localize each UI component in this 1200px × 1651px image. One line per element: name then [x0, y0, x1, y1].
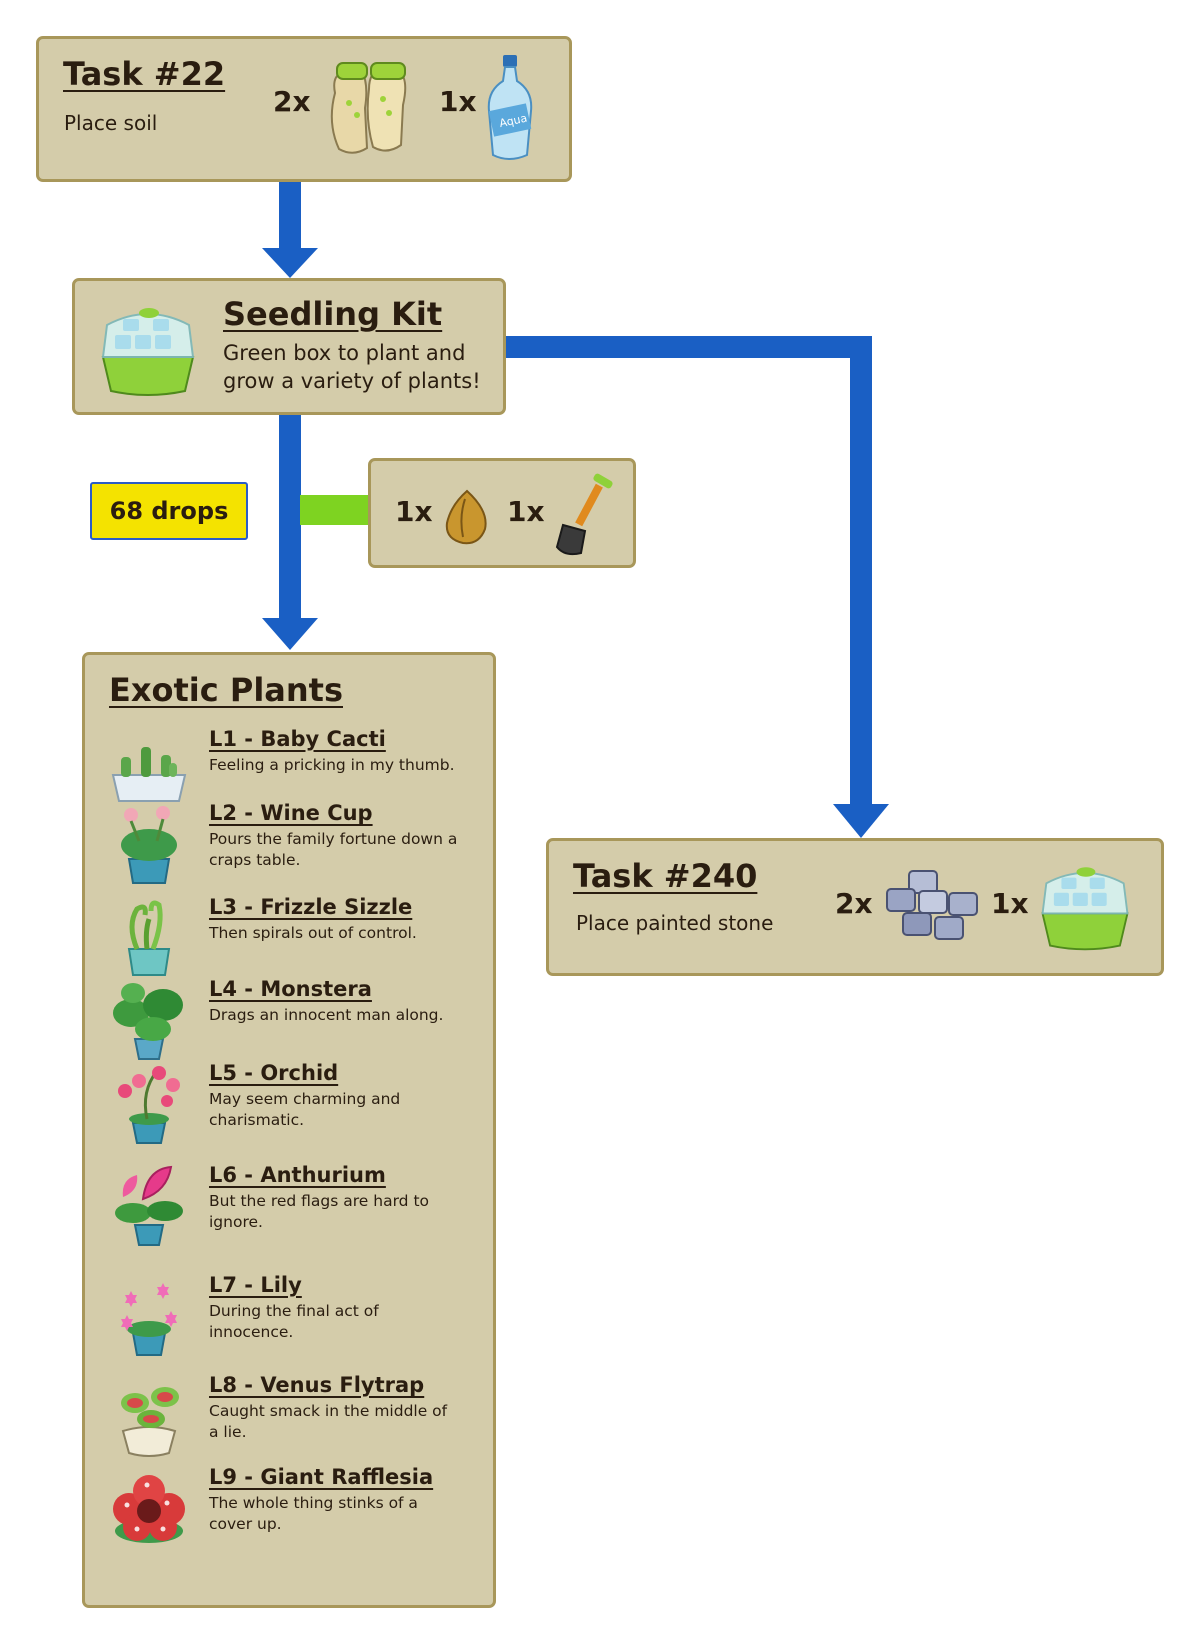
baby-cacti-icon	[111, 747, 187, 802]
plant-level-5-desc: May seem charming and charismatic.	[209, 1090, 401, 1129]
drops-badge: 68 drops	[90, 482, 248, 540]
plant-level-1-desc: Feeling a pricking in my thumb.	[209, 756, 455, 774]
seedling-kit-small-icon	[1041, 867, 1129, 951]
plant-level-8-desc: Caught smack in the middle of a lie.	[209, 1402, 448, 1441]
plant-level-2: L2 - Wine Cup Pours the family fortune d…	[107, 801, 477, 885]
plant-level-6-desc: But the red flags are hard to ignore.	[209, 1192, 430, 1231]
seed-icon	[445, 489, 487, 545]
anthurium-icon	[115, 1165, 183, 1246]
gloves-icon	[330, 62, 407, 154]
seedling-kit-desc-line2: grow a variety of plants!	[223, 369, 481, 393]
arrow-shaft-kit-to-plants	[279, 415, 301, 620]
plant-level-9: L9 - Giant Rafflesia The whole thing sti…	[107, 1465, 477, 1549]
arrow-head-task22-to-kit	[262, 248, 318, 278]
task22-qty-gloves: 2x	[273, 85, 311, 118]
plant-level-9-name: L9 - Giant Rafflesia	[209, 1465, 434, 1489]
task22-qty-water: 1x	[439, 85, 477, 118]
task240-qty-stone: 2x	[835, 887, 873, 920]
task240-subtitle: Place painted stone	[576, 911, 774, 935]
seedling-kit-icon	[101, 308, 195, 396]
lily-icon	[121, 1283, 177, 1356]
requirement-qty-seed: 1x	[395, 495, 433, 528]
arrow-shaft-kit-right	[502, 336, 870, 358]
plant-level-7: L7 - Lily During the final act of innoce…	[107, 1273, 477, 1357]
plant-level-4-desc: Drags an innocent man along.	[209, 1006, 444, 1024]
arrow-shaft-kit-down	[850, 336, 872, 806]
shovel-icon	[555, 473, 613, 556]
plant-level-9-desc: The whole thing stinks of a cover up.	[209, 1494, 418, 1533]
seedling-kit-title: Seedling Kit	[223, 295, 443, 333]
task240-qty-kit: 1x	[991, 887, 1029, 920]
painted-stone-icon	[886, 870, 978, 940]
water-bottle-icon: Aqua	[487, 55, 533, 160]
task22-subtitle: Place soil	[64, 111, 158, 135]
plant-level-3-name: L3 - Frizzle Sizzle	[209, 895, 413, 919]
plant-level-4: L4 - Monstera Drags an innocent man alon…	[107, 977, 477, 1061]
plant-level-2-desc: Pours the family fortune down a craps ta…	[209, 830, 458, 869]
bottle-label: Aqua	[498, 112, 528, 131]
plant-level-8: L8 - Venus Flytrap Caught smack in the m…	[107, 1373, 477, 1457]
plant-level-8-name: L8 - Venus Flytrap	[209, 1373, 425, 1397]
seedling-kit-desc-line1: Green box to plant and	[223, 341, 466, 365]
plant-level-7-desc: During the final act of innocence.	[209, 1302, 379, 1341]
giant-rafflesia-icon	[113, 1475, 185, 1543]
requirement-qty-shovel: 1x	[507, 495, 545, 528]
plant-level-5: L5 - Orchid May seem charming and charis…	[107, 1061, 477, 1145]
exotic-plants-panel: Exotic Plants L1 - Baby Cacti Feeling a …	[82, 652, 496, 1608]
plant-level-6: L6 - Anthurium But the red flags are har…	[107, 1163, 477, 1247]
task240-title: Task #240	[573, 857, 758, 895]
task22-title: Task #22	[63, 55, 226, 93]
plant-level-1-name: L1 - Baby Cacti	[209, 727, 386, 751]
task22-panel: Task #22 Place soil 2x 1x Aqua	[36, 36, 572, 182]
orchid-icon	[118, 1066, 180, 1144]
arrow-head-kit-to-task240	[833, 804, 889, 838]
requirements-panel: 1x 1x	[368, 458, 636, 568]
plant-level-2-name: L2 - Wine Cup	[209, 801, 373, 825]
frizzle-sizzle-icon	[127, 900, 171, 976]
exotic-plants-title: Exotic Plants	[109, 671, 343, 709]
seedling-kit-panel: Seedling Kit Green box to plant and grow…	[72, 278, 506, 415]
plant-level-5-name: L5 - Orchid	[209, 1061, 339, 1085]
plant-level-7-name: L7 - Lily	[209, 1273, 302, 1297]
green-connector	[300, 495, 370, 525]
venus-flytrap-icon	[121, 1387, 179, 1457]
plant-level-6-name: L6 - Anthurium	[209, 1163, 386, 1187]
plant-level-1: L1 - Baby Cacti Feeling a pricking in my…	[107, 727, 477, 811]
monstera-icon	[113, 983, 183, 1060]
wine-cup-icon	[121, 806, 177, 884]
task240-panel: Task #240 Place painted stone 2x 1x	[546, 838, 1164, 976]
plant-level-4-name: L4 - Monstera	[209, 977, 372, 1001]
plant-level-3-desc: Then spirals out of control.	[209, 924, 417, 942]
arrow-shaft-task22-to-kit	[279, 182, 301, 250]
arrow-head-kit-to-plants	[262, 618, 318, 650]
plant-level-3: L3 - Frizzle Sizzle Then spirals out of …	[107, 895, 477, 979]
